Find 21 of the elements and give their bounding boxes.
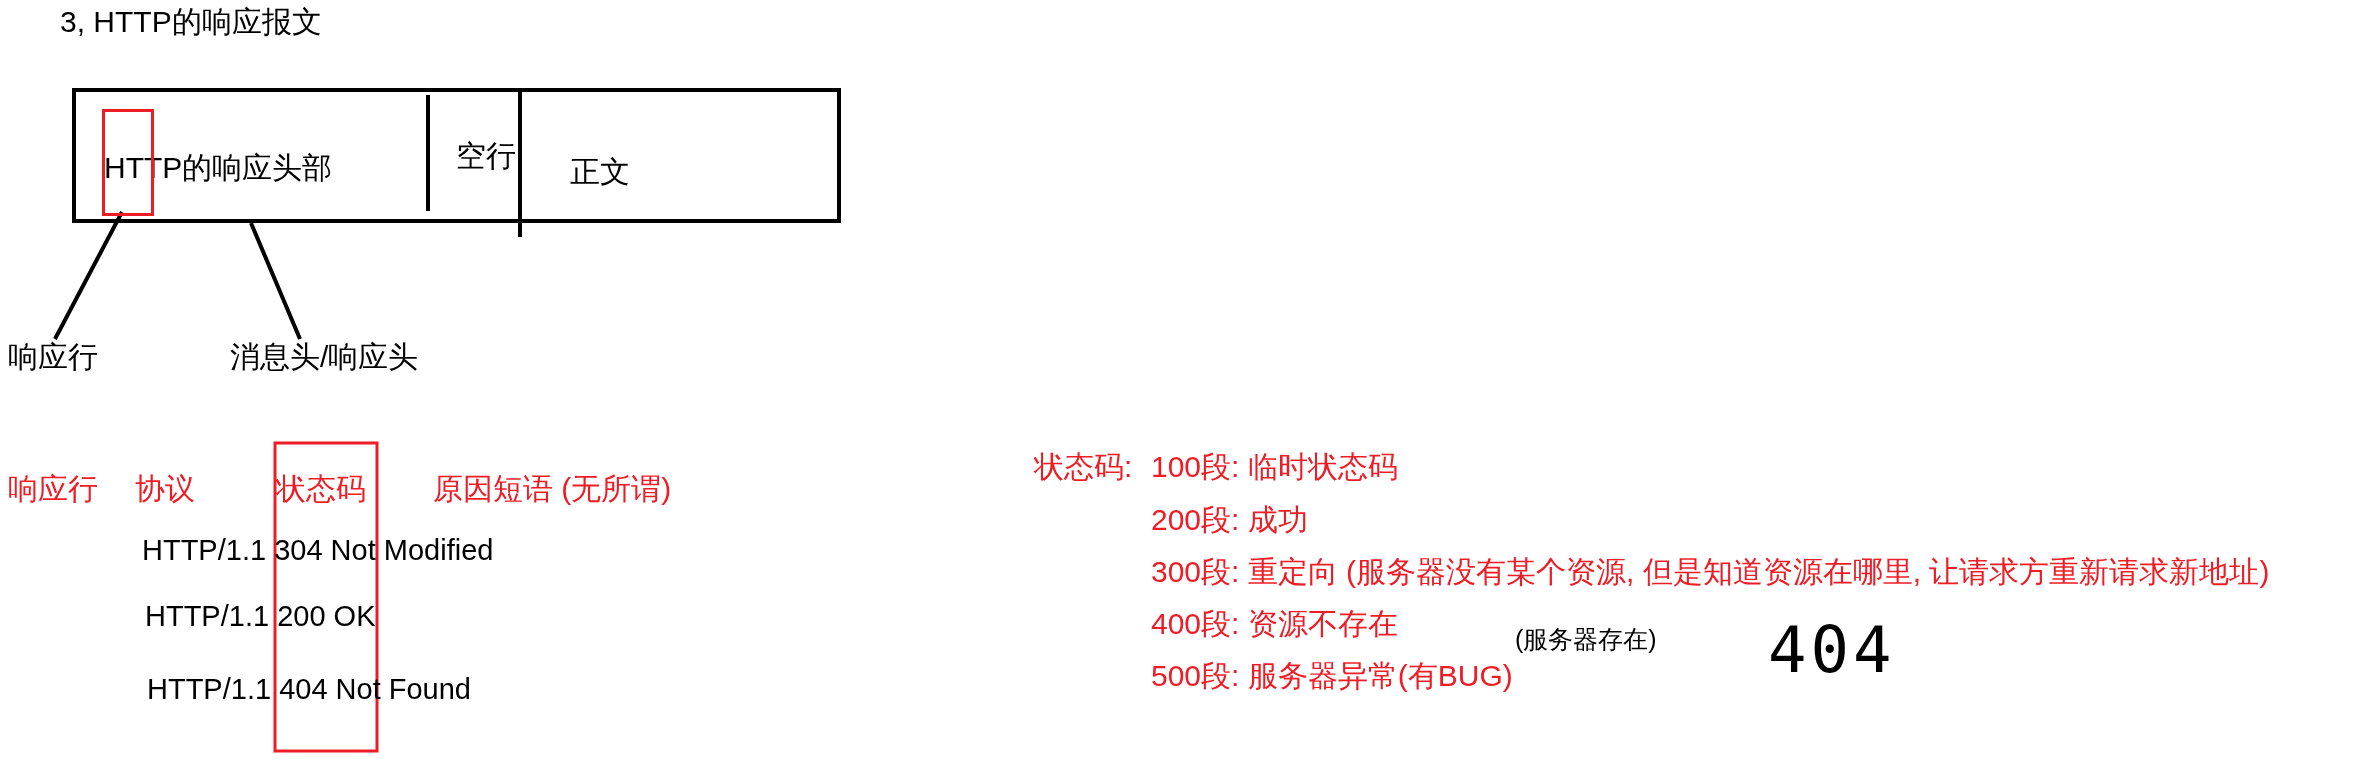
status-code-item: 200段: 成功 <box>1151 502 1308 538</box>
leader-line <box>53 211 124 340</box>
column-header: 协议 <box>135 471 195 507</box>
callout-label: 响应行 <box>8 339 98 375</box>
handwritten-note: 404 <box>1768 612 1896 689</box>
title: 3, HTTP的响应报文 <box>60 4 322 40</box>
note: (服务器存在) <box>1515 624 1657 654</box>
column-header: 状态码 <box>276 471 366 507</box>
list-heading: 状态码: <box>1034 449 1133 485</box>
callout-label: 消息头/响应头 <box>230 339 419 375</box>
status-code-item: 400段: 资源不存在 <box>1151 606 1398 642</box>
status-code-item: 500段: 服务器异常(有BUG) <box>1151 658 1513 694</box>
section-label: 正文 <box>570 154 630 190</box>
row-label: 响应行 <box>8 471 98 507</box>
message-box <box>72 88 841 223</box>
response-line-example: HTTP/1.1 200 OK <box>145 599 376 634</box>
column-header: 原因短语 (无所谓) <box>433 471 672 507</box>
status-code-item: 100段: 临时状态码 <box>1151 449 1398 485</box>
section-label: 空行 <box>456 138 516 174</box>
status-code-item: 300段: 重定向 (服务器没有某个资源, 但是知道资源在哪里, 让请求方重新请求新地址) <box>1151 554 2270 590</box>
leader-line <box>249 222 302 340</box>
